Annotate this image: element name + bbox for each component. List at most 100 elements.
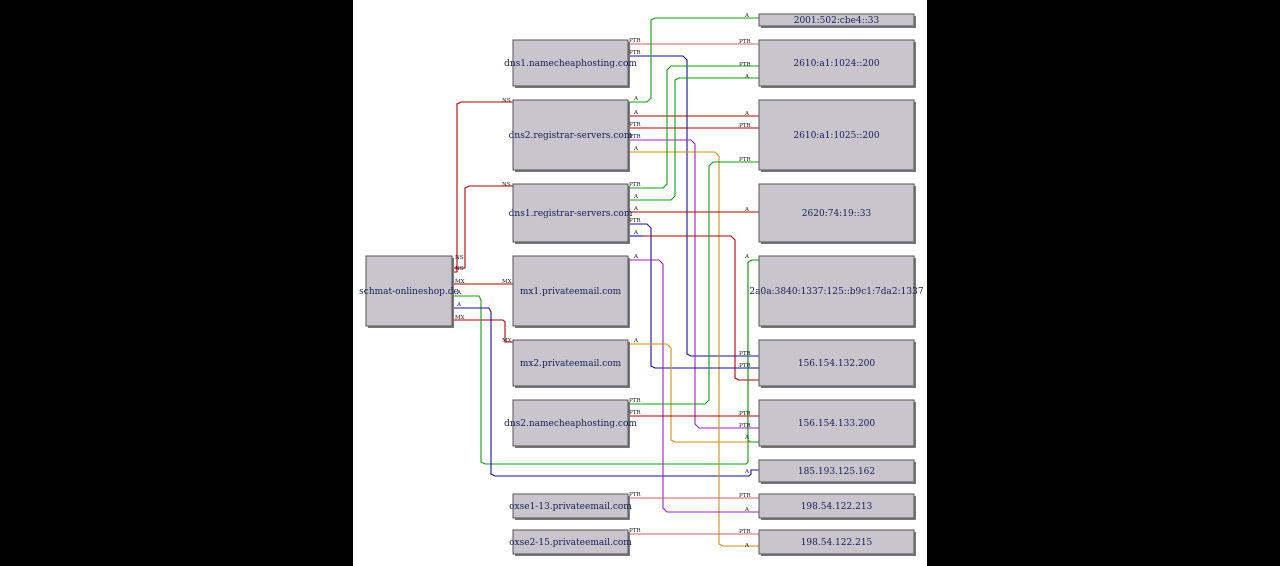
node-label: 185.193.125.162 bbox=[798, 467, 875, 477]
edge-label-ptr: PTR bbox=[629, 398, 641, 404]
node-dns1-registrar[interactable]: dns1.registrar-servers.com bbox=[509, 183, 633, 244]
edge-a-2a0a bbox=[747, 262, 759, 443]
node-box bbox=[758, 459, 915, 483]
edge-ptr-156-133-a bbox=[628, 139, 759, 429]
node-box bbox=[512, 339, 629, 387]
edge-mx-mx2 bbox=[452, 319, 513, 343]
edge-label-ptr: PTR bbox=[739, 411, 751, 417]
node-dns2-namecheap[interactable]: dns2.namecheaphosting.com bbox=[504, 399, 637, 448]
edge-label-ns: NS bbox=[502, 98, 511, 104]
edge-label-ptr: PTR bbox=[739, 157, 751, 163]
node-box bbox=[512, 39, 629, 87]
edge-a-2001 bbox=[628, 17, 759, 103]
edge-a-185-b bbox=[452, 307, 759, 477]
node-label: 2a0a:3840:1337:125::b9c1:7da2:1337 bbox=[749, 287, 923, 297]
edge-label-mx: MX bbox=[502, 338, 512, 344]
node-dns2-registrar[interactable]: dns2.registrar-servers.com bbox=[509, 99, 633, 172]
diagram-canvas: schmat-onlineshop.de dns1.namecheaphostin… bbox=[353, 0, 927, 566]
node-label: 2620:74:19::33 bbox=[802, 209, 872, 219]
edge-a-156-132 bbox=[628, 235, 759, 381]
node-ip-2620[interactable]: 2620:74:19::33 bbox=[758, 183, 916, 244]
edge-label-ptr: PTR bbox=[629, 492, 641, 498]
node-box bbox=[758, 493, 915, 519]
edge-label-a: A bbox=[744, 207, 750, 213]
node-label: mx1.privateemail.com bbox=[520, 287, 622, 297]
edge-label-a: A bbox=[744, 543, 750, 549]
edge-label-a: A bbox=[633, 146, 639, 152]
edge-label-ptr: PTR bbox=[629, 218, 641, 224]
edge-mx1-a bbox=[628, 259, 759, 513]
edge-label-a: A bbox=[633, 96, 639, 102]
edge-label-a: A bbox=[633, 230, 639, 236]
edge-label-ptr: PTR bbox=[739, 529, 751, 535]
edge-ptr-156-132 bbox=[628, 55, 759, 357]
node-mx1[interactable]: mx1.privateemail.com bbox=[512, 255, 630, 328]
node-box bbox=[758, 255, 915, 327]
node-box bbox=[758, 13, 915, 27]
node-ip-2001[interactable]: 2001:502:cbe4::33 bbox=[758, 13, 916, 28]
node-schmat[interactable]: schmat-onlineshop.de bbox=[359, 255, 459, 328]
edge-label-ptr: PTR bbox=[739, 351, 751, 357]
node-ip-156-132[interactable]: 156.154.132.200 bbox=[758, 339, 916, 388]
edge-label-a: A bbox=[744, 507, 750, 513]
edge-label-a: A bbox=[633, 206, 639, 212]
node-label: 156.154.133.200 bbox=[798, 419, 876, 429]
node-ip-198-213[interactable]: 198.54.122.213 bbox=[758, 493, 916, 520]
node-label: oxse1-13.privateemail.com bbox=[509, 502, 632, 512]
node-label: dns2.namecheaphosting.com bbox=[504, 419, 637, 429]
edge-label-mx: MX bbox=[502, 279, 512, 285]
node-label: dns1.registrar-servers.com bbox=[509, 209, 633, 219]
edge-label-mx: MX bbox=[455, 315, 465, 321]
node-box bbox=[512, 255, 629, 327]
edge-label-ptr: PTR bbox=[629, 134, 641, 140]
edge-label-ptr: PTR bbox=[739, 62, 751, 68]
edge-ptr-2610-1025 bbox=[628, 161, 759, 405]
node-label: 198.54.122.213 bbox=[801, 502, 873, 512]
node-box bbox=[758, 39, 915, 87]
edge-label-a: A bbox=[633, 254, 639, 260]
edge-label-a: A bbox=[633, 194, 639, 200]
edge-a-185 bbox=[452, 259, 759, 465]
edge-label-ptr: PTR bbox=[739, 123, 751, 129]
node-box bbox=[365, 255, 453, 327]
node-label: 2610:a1:1024::200 bbox=[793, 59, 879, 69]
edge-label-ptr: PTR bbox=[739, 493, 751, 499]
dns-graph: schmat-onlineshop.de dns1.namecheaphostin… bbox=[359, 13, 924, 556]
edge-label-a: A bbox=[744, 254, 750, 260]
node-ip-198-215[interactable]: 198.54.122.215 bbox=[758, 529, 916, 556]
edge-label-ns: NS bbox=[455, 255, 464, 261]
node-box bbox=[758, 529, 915, 555]
edge-mx2-a bbox=[628, 343, 759, 443]
node-box bbox=[758, 339, 915, 387]
edge-label-a: A bbox=[456, 302, 462, 308]
edge-label-ns: NS bbox=[455, 266, 464, 272]
node-label: 198.54.122.215 bbox=[801, 538, 873, 548]
nodes-layer: schmat-onlineshop.de dns1.namecheaphostin… bbox=[359, 13, 924, 556]
edges-layer bbox=[452, 17, 759, 547]
node-ip-2610-1025[interactable]: 2610:a1:1025::200 bbox=[758, 99, 916, 172]
edge-ptr-156-132-b bbox=[628, 223, 759, 369]
node-ip-2610-200[interactable]: 2610:a1:1024::200 bbox=[758, 39, 916, 88]
node-oxse2[interactable]: oxse2-15.privateemail.com bbox=[509, 529, 632, 556]
node-ip-185[interactable]: 185.193.125.162 bbox=[758, 459, 916, 484]
edge-label-a: A bbox=[633, 110, 639, 116]
node-mx2[interactable]: mx2.privateemail.com bbox=[512, 339, 630, 388]
node-ip-156-133[interactable]: 156.154.133.200 bbox=[758, 399, 916, 448]
node-oxse1[interactable]: oxse1-13.privateemail.com bbox=[509, 493, 632, 520]
edge-label-ptr: PTR bbox=[629, 182, 641, 188]
node-label: mx2.privateemail.com bbox=[520, 359, 622, 369]
node-dns1-namecheap[interactable]: dns1.namecheaphosting.com bbox=[504, 39, 637, 88]
node-label: 2001:502:cbe4::33 bbox=[794, 16, 880, 26]
edge-label-ptr: PTR bbox=[629, 410, 641, 416]
node-box bbox=[758, 183, 915, 243]
node-box bbox=[512, 529, 629, 555]
edge-label-ptr: PTR bbox=[739, 423, 751, 429]
edge-label-ns: NS bbox=[502, 182, 511, 188]
edge-label-a: A bbox=[744, 74, 750, 80]
edge-label-ptr: PTR bbox=[739, 363, 751, 369]
edge-label-a: A bbox=[744, 111, 750, 117]
node-ip-2a0a[interactable]: 2a0a:3840:1337:125::b9c1:7da2:1337 bbox=[749, 255, 924, 328]
edge-label-ptr: PTR bbox=[629, 38, 641, 44]
node-box bbox=[758, 99, 915, 171]
